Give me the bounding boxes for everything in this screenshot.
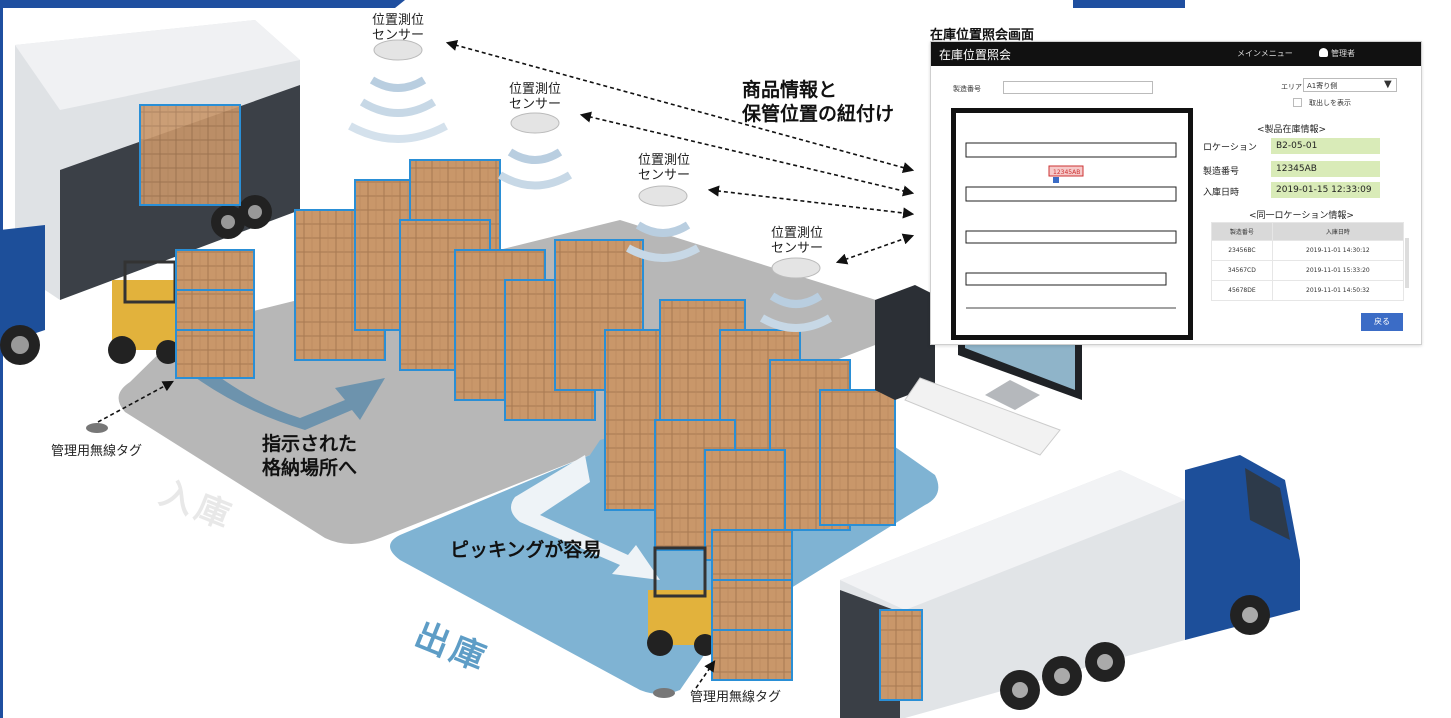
sensor-label-2: 位置測位 センサー (495, 82, 575, 112)
floor-map-marker-label: 12345AB (1053, 169, 1080, 176)
serial-search-input[interactable] (1003, 81, 1153, 94)
same-location-table: 製造番号 入庫日時 23456BC 2019-11-01 14:30:12 34… (1211, 222, 1405, 301)
table-row[interactable]: 45678DE 2019-11-01 14:50:32 (1211, 280, 1405, 301)
serial-search-label: 製造番号 (953, 85, 981, 93)
entry-date-label: 入庫日時 (1203, 188, 1240, 198)
sensor-label-1: 位置測位 センサー (358, 13, 438, 43)
sensor-label-line2: センサー (371, 28, 424, 43)
sensor-label-3: 位置測位 センサー (624, 153, 704, 183)
location-value: B2-05-01 (1271, 138, 1380, 154)
table-scrollbar[interactable] (1405, 238, 1409, 288)
instruct-caption: 指示された 格納場所へ (262, 432, 357, 480)
picking-arrow (511, 455, 660, 580)
table-header-row: 製造番号 入庫日時 (1211, 222, 1405, 241)
rack-group-outbound (604, 299, 896, 561)
rack-group-inbound (294, 159, 644, 421)
instruct-caption-line2: 格納場所へ (262, 457, 358, 479)
inbound-forklift (108, 249, 255, 379)
wireless-tag-icon (653, 688, 675, 698)
warehouse-floor-map[interactable]: 12345AB (951, 108, 1193, 340)
picking-caption: ピッキングが容易 (450, 539, 602, 561)
frame-left (0, 0, 3, 718)
table-cell: 34567CD (1211, 260, 1273, 281)
sensor-label-line1: 位置測位 (508, 82, 561, 97)
show-removed-label: 取出しを表示 (1309, 99, 1351, 107)
product-section-title: <製品在庫情報> (1257, 125, 1327, 135)
outbound-forklift (647, 529, 793, 681)
return-button[interactable]: 戻る (1361, 313, 1403, 331)
link-arrows (97, 39, 915, 689)
sensor-1 (348, 39, 448, 143)
show-removed-checkbox[interactable] (1293, 98, 1302, 107)
sensor-4 (759, 257, 833, 332)
user-name: 管理者 (1331, 49, 1355, 58)
sensor-label-line1: 位置測位 (637, 153, 690, 168)
table-cell: 23456BC (1211, 240, 1273, 261)
table-cell: 2019-11-01 15:33:20 (1271, 260, 1405, 281)
user-menu[interactable]: 管理者 (1319, 48, 1355, 59)
user-icon (1319, 48, 1328, 57)
sensor-2 (497, 112, 573, 190)
screen-caption: 在庫位置照会画面 (930, 28, 1035, 43)
same-location-title: <同一ロケーション情報> (1249, 211, 1354, 221)
entry-date-value: 2019-01-15 12:33:09 (1271, 182, 1380, 198)
inventory-screen: 在庫位置照会 メインメニュー 管理者 製造番号 エリア A1寄り側 ▼ 取出しを… (930, 41, 1422, 345)
wireless-tag-label-left: 管理用無線タグ (51, 444, 143, 459)
sensor-label-line2: センサー (637, 168, 690, 183)
serial-number-label: 製造番号 (1203, 167, 1240, 177)
outbound-truck (840, 455, 1300, 718)
column-serial: 製造番号 (1211, 222, 1273, 241)
wireless-tag-icon (86, 423, 108, 433)
location-label: ロケーション (1203, 143, 1257, 153)
column-entry-date: 入庫日時 (1271, 222, 1405, 241)
main-menu-link[interactable]: メインメニュー (1237, 49, 1293, 58)
screen-header: 在庫位置照会 メインメニュー 管理者 (931, 42, 1421, 66)
top-banner-left (0, 0, 405, 8)
sensor-label-line2: センサー (508, 97, 561, 112)
table-cell: 45678DE (1211, 280, 1273, 301)
sensor-label-line2: センサー (770, 241, 823, 256)
area-select[interactable]: A1寄り側 ▼ (1303, 78, 1397, 92)
chevron-down-icon: ▼ (1384, 79, 1392, 90)
top-banner-right (1073, 0, 1185, 8)
inbound-truck (0, 20, 300, 365)
area-label: エリア (1281, 83, 1302, 91)
link-caption-line1: 商品情報と (742, 79, 838, 101)
floor-map-drawing: 12345AB (965, 142, 1177, 309)
sensor-label-line1: 位置測位 (371, 13, 424, 28)
table-row[interactable]: 34567CD 2019-11-01 15:33:20 (1211, 260, 1405, 281)
instruct-caption-line1: 指示された (262, 433, 358, 455)
link-caption-line2: 保管位置の紐付け (742, 103, 895, 125)
table-row[interactable]: 23456BC 2019-11-01 14:30:12 (1211, 240, 1405, 261)
table-cell: 2019-11-01 14:30:12 (1271, 240, 1405, 261)
wireless-tag-label-bottom: 管理用無線タグ (690, 690, 782, 705)
table-cell: 2019-11-01 14:50:32 (1271, 280, 1405, 301)
link-caption: 商品情報と 保管位置の紐付け (742, 78, 894, 126)
sensor-label-4: 位置測位 センサー (757, 226, 837, 256)
screen-app-title: 在庫位置照会 (939, 47, 1012, 62)
serial-number-value: 12345AB (1271, 161, 1380, 177)
sensor-label-line1: 位置測位 (770, 226, 823, 241)
area-select-value: A1寄り側 (1307, 82, 1338, 90)
